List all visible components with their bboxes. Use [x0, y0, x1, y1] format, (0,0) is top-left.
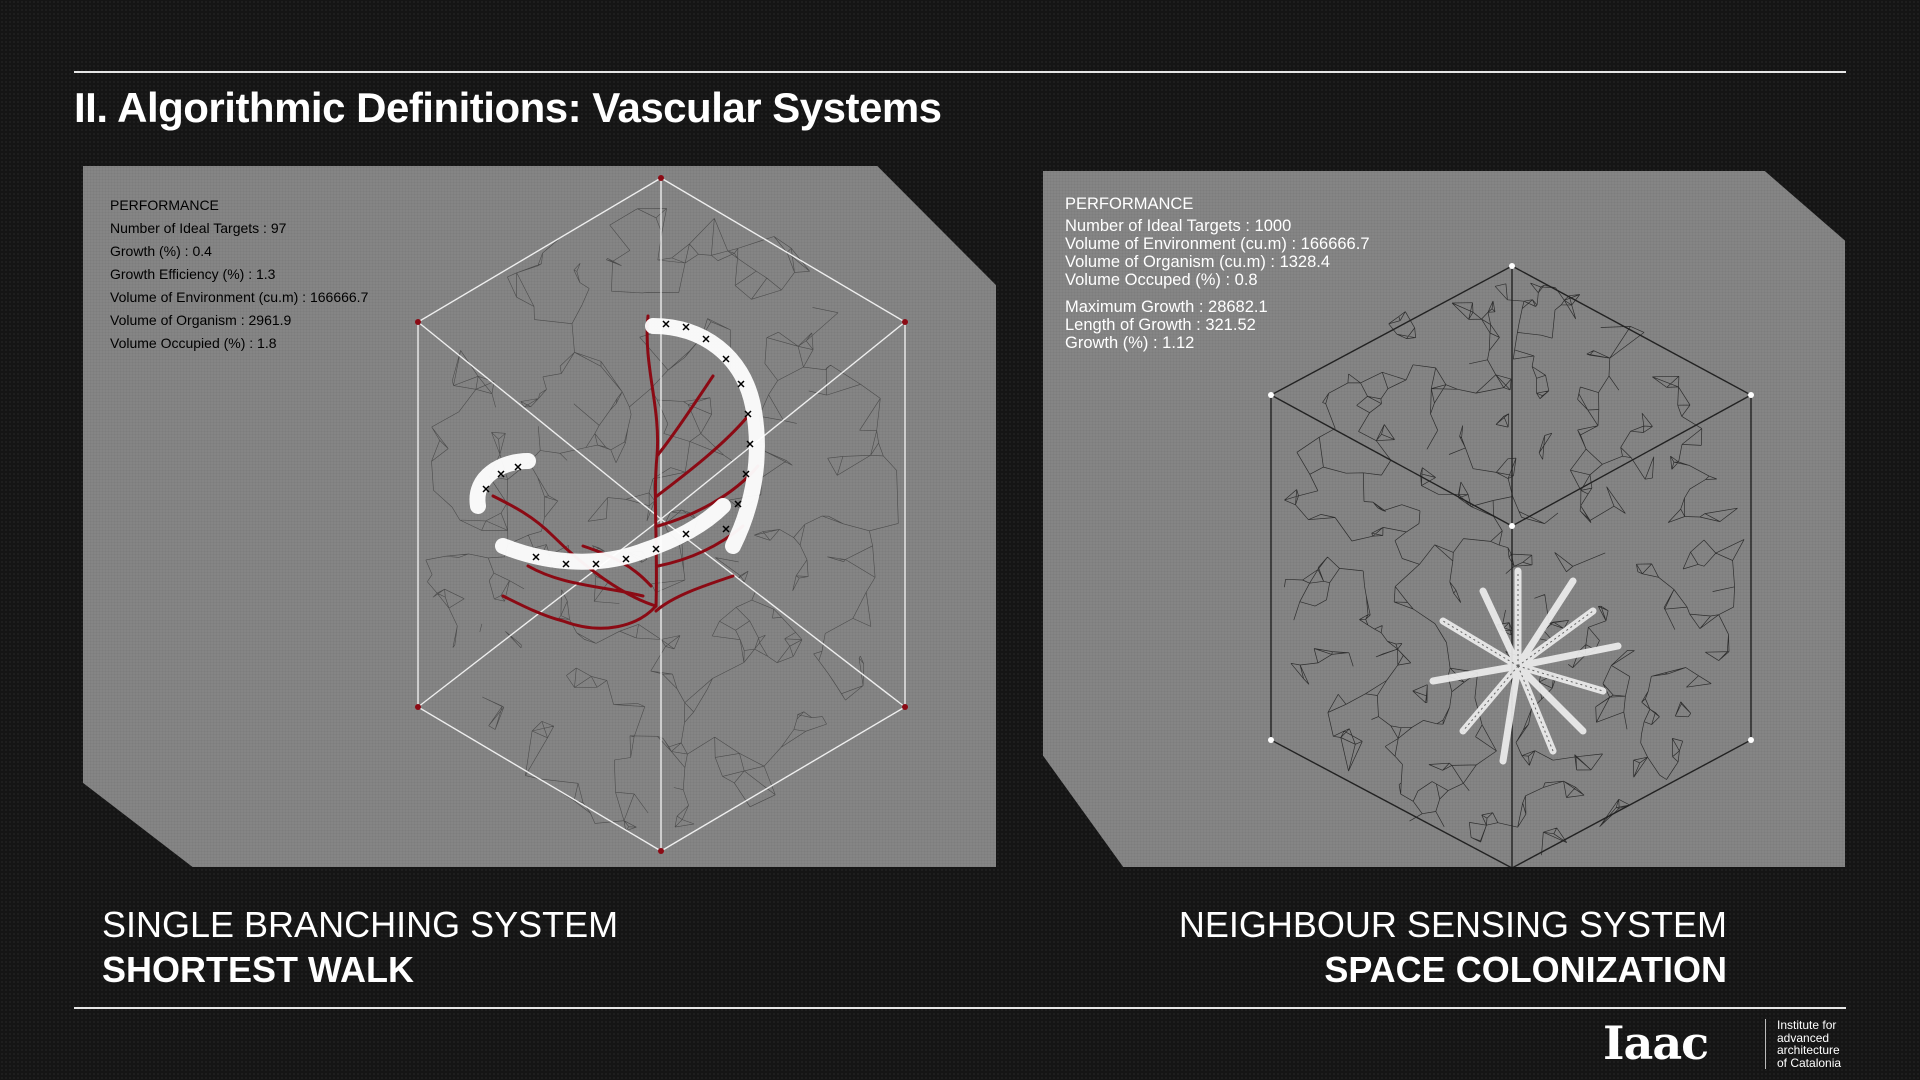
mesh-edges	[1284, 282, 1745, 856]
shortest-walk-caption: SINGLE BRANCHING SYSTEM SHORTEST WALK	[102, 902, 618, 992]
stat-row: Length of Growth : 321.52	[1065, 316, 1256, 334]
logo-text-line: of Catalonia	[1777, 1055, 1842, 1070]
logo-text-line: Institute for	[1777, 1018, 1837, 1032]
stat-row: Maximum Growth : 28682.1	[1065, 298, 1268, 316]
colonization-growth	[1429, 567, 1622, 765]
stat-row: Volume Occuped (%) : 0.8	[1065, 271, 1258, 289]
performance-stats: PERFORMANCE Number of Ideal Targets : 97…	[110, 194, 368, 355]
bounding-cube	[1270, 265, 1752, 867]
stat-row: Volume of Environment (cu.m) : 166666.7	[1065, 235, 1370, 253]
growth-texture	[1442, 571, 1604, 752]
stat-row: Growth (%) : 0.4	[110, 243, 212, 259]
target-markers	[482, 320, 754, 568]
voronoi-mesh	[1284, 282, 1745, 856]
stat-row: Volume of Organism (cu.m) : 1328.4	[1065, 253, 1331, 271]
cube-vertices	[1268, 263, 1754, 743]
caption-system: SINGLE BRANCHING SYSTEM	[102, 904, 619, 945]
logo-text-line: architecture	[1777, 1043, 1840, 1057]
space-colonization-panel: PERFORMANCE Number of Ideal Targets : 10…	[1043, 171, 1845, 867]
caption-method: SPACE COLONIZATION	[1324, 949, 1727, 990]
performance-heading: PERFORMANCE	[110, 197, 219, 213]
performance-stats: PERFORMANCE Number of Ideal Targets : 10…	[1065, 195, 1370, 352]
stat-row: Number of Ideal Targets : 97	[110, 220, 287, 236]
page-title: II. Algorithmic Definitions: Vascular Sy…	[74, 84, 942, 131]
voronoi-mesh	[425, 208, 899, 831]
iaac-logo: Iaac Institute for advanced architecture…	[1603, 1013, 1853, 1073]
space-colonization-caption: NEIGHBOUR SENSING SYSTEM SPACE COLONIZAT…	[1179, 902, 1727, 992]
stat-row: Growth Efficiency (%) : 1.3	[110, 266, 276, 282]
cube-vertices	[415, 175, 908, 854]
logo-separator	[1765, 1019, 1766, 1069]
target-chain	[469, 318, 765, 570]
logo-text: Institute for advanced architecture of C…	[1777, 1019, 1841, 1069]
stat-row: Volume of Organism : 2961.9	[110, 312, 292, 328]
space-colonization-render	[1268, 263, 1754, 867]
logo-mark: Iaac	[1603, 1016, 1709, 1070]
logo-text-line: advanced	[1777, 1030, 1830, 1045]
shortest-walk-render	[415, 175, 908, 854]
stat-row: Growth (%) : 1.12	[1065, 334, 1195, 352]
stat-row: Number of Ideal Targets : 1000	[1065, 217, 1292, 235]
top-divider	[74, 71, 1846, 73]
bottom-divider	[74, 1007, 1846, 1009]
stat-row: Volume of Environment (cu.m) : 166666.7	[110, 289, 369, 305]
shortest-walk-panel: PERFORMANCE Number of Ideal Targets : 97…	[83, 166, 996, 867]
performance-heading: PERFORMANCE	[1065, 195, 1194, 213]
caption-system: NEIGHBOUR SENSING SYSTEM	[1178, 904, 1727, 945]
mesh-edges	[425, 208, 899, 831]
caption-method: SHORTEST WALK	[102, 949, 414, 990]
stat-row: Volume Occupied (%) : 1.8	[110, 335, 277, 351]
bounding-cube	[417, 177, 906, 852]
